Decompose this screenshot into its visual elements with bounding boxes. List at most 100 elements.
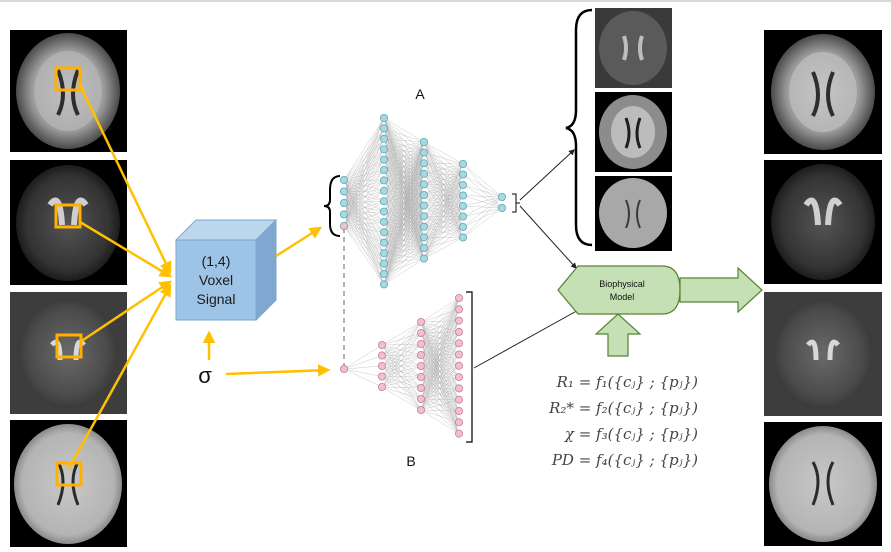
equation-chi: χ = f₃({cⱼ} ; {pⱼ}) — [564, 425, 698, 443]
network-b-node — [416, 394, 425, 403]
network-a-node — [339, 221, 348, 230]
network-b-node — [454, 339, 463, 348]
model-line1: Biophysical — [599, 279, 645, 289]
netB-to-model-arrow — [473, 307, 584, 369]
network-a-node — [419, 212, 428, 221]
network-a-node — [419, 254, 428, 263]
network-b-node — [339, 364, 348, 373]
input-image-r1 — [10, 30, 127, 152]
network-a-node — [379, 165, 388, 174]
network-a-node — [419, 222, 428, 231]
network-b-node — [454, 361, 463, 370]
network-a-node — [379, 134, 388, 143]
network-a-node — [379, 197, 388, 206]
network-a-node — [379, 207, 388, 216]
netA-output-bracket — [512, 193, 520, 213]
equations: R₁ = f₁({cⱼ} ; {pⱼ}) R₂* = f₂({cⱼ} ; {pⱼ… — [548, 373, 698, 469]
sigma-right-arrow — [225, 364, 331, 377]
network-a-node — [379, 249, 388, 258]
network-b-node — [377, 361, 386, 370]
network-b-node — [416, 361, 425, 370]
neural-network-b — [339, 293, 463, 438]
equation-pd: PD = f₄({cⱼ} ; {pⱼ}) — [551, 451, 698, 469]
network-a-node — [458, 170, 467, 179]
network-b-node — [377, 382, 386, 391]
network-a-edges — [343, 117, 503, 285]
network-b-node — [377, 351, 386, 360]
network-a-node — [458, 212, 467, 221]
network-a-node — [379, 176, 388, 185]
network-b-node — [377, 372, 386, 381]
network-b-node — [454, 327, 463, 336]
network-b-node — [454, 350, 463, 359]
equation-r1: R₁ = f₁({cⱼ} ; {pⱼ}) — [556, 373, 699, 391]
model-output-arrow — [679, 266, 763, 314]
network-a-node — [379, 124, 388, 133]
network-a-node — [419, 148, 428, 157]
network-a-node — [497, 192, 506, 201]
network-b-node — [454, 406, 463, 415]
network-a-node — [419, 159, 428, 168]
network-a-node — [419, 169, 428, 178]
network-b-node — [454, 384, 463, 393]
network-b-label: B — [406, 453, 415, 469]
network-a-node — [379, 259, 388, 268]
network-a-node — [458, 180, 467, 189]
model-line2: Model — [610, 292, 635, 302]
network-b-node — [454, 395, 463, 404]
network-b-node — [454, 429, 463, 438]
network-a-node — [339, 187, 348, 196]
network-b-node — [416, 339, 425, 348]
network-b-node — [416, 372, 425, 381]
network-a-node — [458, 222, 467, 231]
network-a-node — [379, 217, 388, 226]
network-b-node — [416, 328, 425, 337]
input-image-chi — [10, 292, 127, 414]
network-b-node — [416, 317, 425, 326]
component-image-2 — [595, 92, 672, 172]
roi-arrows — [66, 84, 173, 471]
network-a-node — [458, 191, 467, 200]
netA-input-brace — [323, 175, 341, 237]
network-a-node — [339, 198, 348, 207]
network-a-node — [458, 233, 467, 242]
network-a-node — [339, 210, 348, 219]
voxel-signal-box: (1,4) Voxel Signal — [174, 218, 278, 322]
network-b-node — [454, 373, 463, 382]
network-b-edges — [343, 297, 460, 434]
network-a-node — [458, 201, 467, 210]
network-a-node — [419, 233, 428, 242]
network-b-node — [377, 340, 386, 349]
network-b-node — [416, 383, 425, 392]
network-a-node — [379, 238, 388, 247]
network-a-node — [419, 190, 428, 199]
netB-output-bracket — [466, 291, 473, 443]
network-b-node — [416, 405, 425, 414]
network-a-node — [379, 228, 388, 237]
network-b-node — [416, 350, 425, 359]
network-a-node — [419, 243, 428, 252]
voxel-line3: Signal — [197, 291, 236, 307]
input-image-pd — [10, 420, 127, 547]
network-a-node — [379, 155, 388, 164]
output-image-r1 — [764, 30, 882, 154]
network-a-node — [379, 114, 388, 123]
input-image-r2star — [10, 160, 127, 285]
network-b-node — [454, 418, 463, 427]
equation-r2star: R₂* = f₂({cⱼ} ; {pⱼ}) — [548, 399, 698, 417]
network-a-node — [379, 145, 388, 154]
output-image-r2star — [764, 160, 882, 284]
component-image-1 — [595, 8, 672, 88]
network-a-node — [419, 180, 428, 189]
network-b-node — [454, 305, 463, 314]
biophysical-model: Biophysical Model — [557, 265, 681, 315]
voxel-line1: (1,4) — [202, 253, 231, 269]
network-a-node — [497, 203, 506, 212]
output-image-chi — [764, 292, 882, 416]
component-images-brace — [565, 8, 593, 247]
equations-up-arrow — [594, 313, 642, 357]
network-a-node — [419, 137, 428, 146]
network-b-node — [454, 316, 463, 325]
network-b-node — [454, 293, 463, 302]
